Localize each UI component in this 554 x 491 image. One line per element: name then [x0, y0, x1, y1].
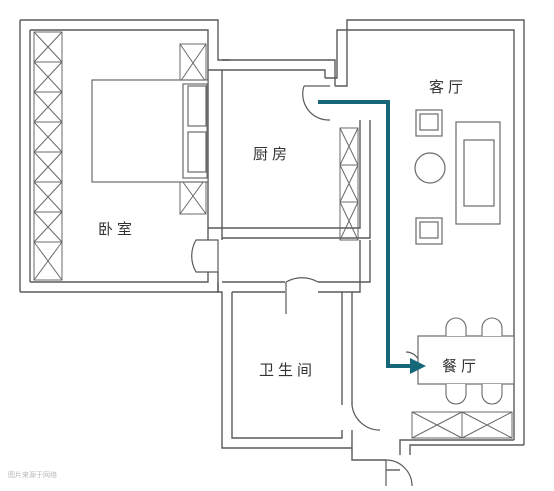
coffee-table — [414, 152, 446, 184]
bed — [91, 79, 209, 183]
walls — [19, 19, 525, 471]
armchair-top — [415, 109, 443, 137]
dining-chairs — [445, 317, 503, 405]
kitchen-cabinet — [339, 127, 359, 241]
dining-table — [417, 335, 515, 385]
label-kitchen: 厨房 — [253, 145, 291, 163]
label-dining-room: 餐厅 — [442, 357, 480, 375]
armchair-bottom — [415, 217, 443, 245]
sofa — [455, 121, 501, 225]
storage-cabinet — [411, 411, 513, 439]
label-bedroom: 卧室 — [98, 220, 136, 238]
label-living-room: 客厅 — [429, 78, 467, 96]
wardrobe-left — [33, 31, 63, 281]
label-bathroom: 卫生间 — [259, 361, 316, 379]
doors — [191, 85, 421, 487]
wardrobe-center — [179, 43, 207, 215]
route-arrow — [318, 100, 426, 374]
watermark: 图片来源于网络 — [8, 470, 57, 479]
